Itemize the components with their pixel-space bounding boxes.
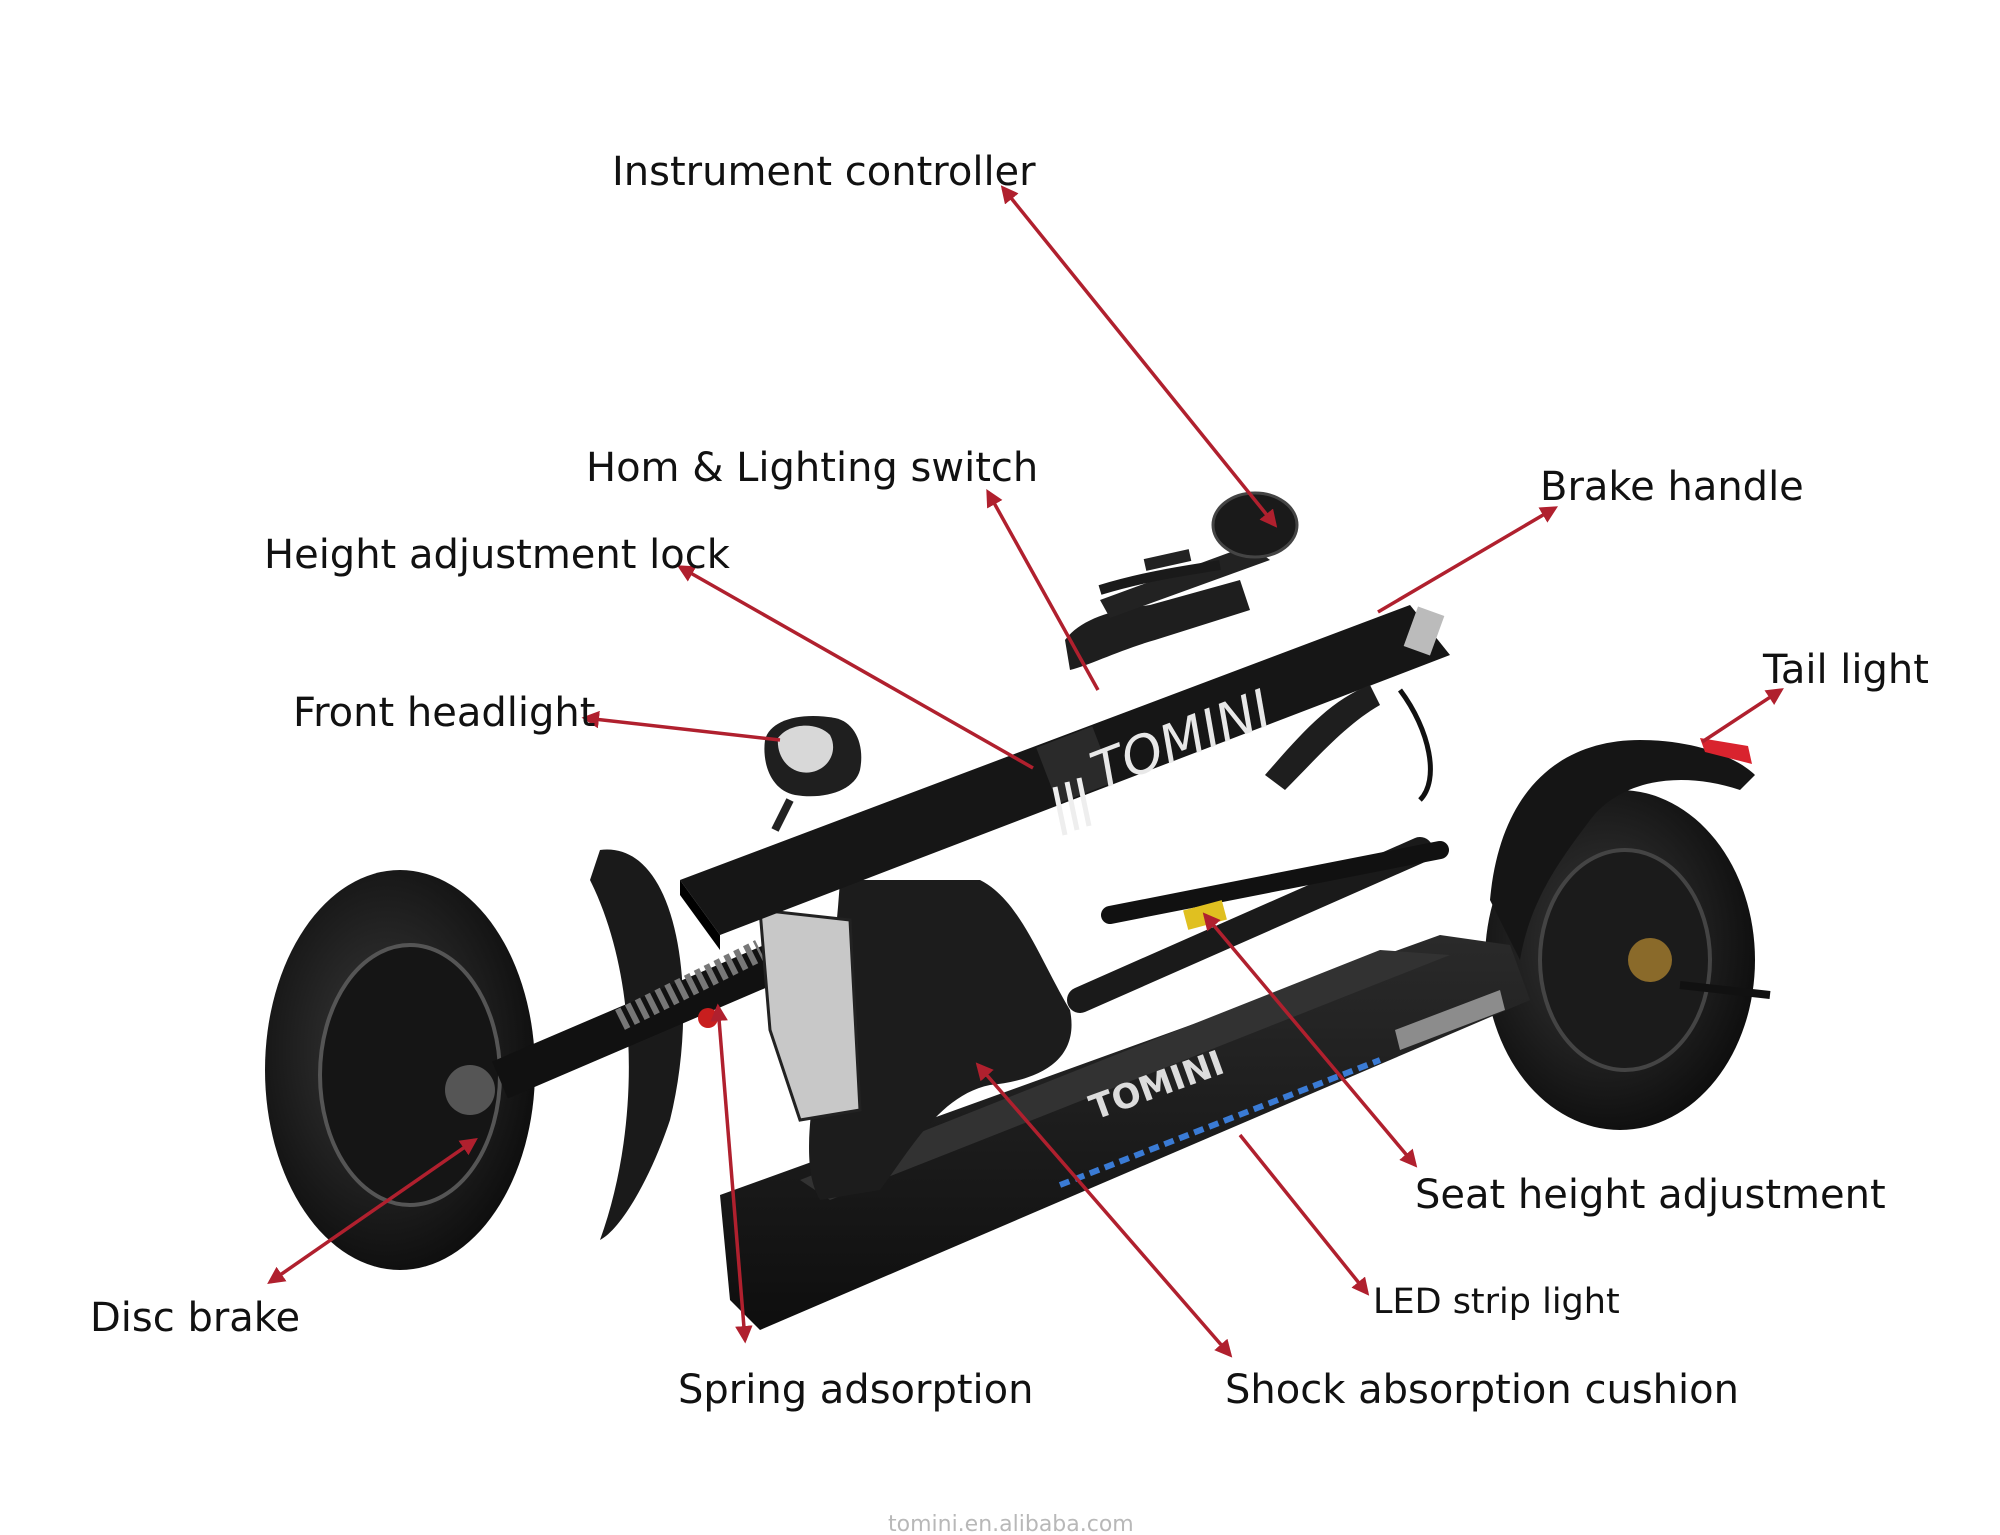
- headlight: [764, 716, 862, 832]
- folded-stem: [680, 545, 1450, 950]
- label-height-adjustment-lock: Height adjustment lock: [264, 532, 730, 578]
- label-disc-brake: Disc brake: [90, 1295, 301, 1341]
- seat-cushion: [809, 880, 1072, 1200]
- label-shock-absorption-cushion: Shock absorption cushion: [1225, 1367, 1739, 1413]
- rear-fender: [1490, 740, 1755, 960]
- arrow-brake-handle: [1377, 506, 1559, 614]
- front-suspension: [492, 908, 862, 1122]
- rear-wheel: [1485, 790, 1755, 1130]
- arrow-front-headlight: [581, 710, 781, 742]
- label-instrument-controller: Instrument controller: [612, 149, 1036, 195]
- watermark: tomini.en.alibaba.com: [888, 1512, 1134, 1535]
- label-spring-adsorption: Spring adsorption: [678, 1367, 1034, 1413]
- label-tail-light: Tail light: [1763, 647, 1929, 693]
- label-led-strip-light: LED strip light: [1373, 1282, 1620, 1322]
- arrow-led-strip-light: [1238, 1133, 1370, 1296]
- arrow-disc-brake: [267, 1138, 478, 1284]
- front-fender: [590, 849, 684, 1240]
- label-seat-height-adjustment: Seat height adjustment: [1415, 1172, 1886, 1218]
- tail-light-shape: [1700, 738, 1752, 764]
- arrow-spring-adsorption: [710, 1003, 753, 1344]
- throttle-grip: [1265, 685, 1380, 790]
- label-brake-handle: Brake handle: [1540, 464, 1804, 510]
- arrow-tail-light: [1701, 688, 1784, 744]
- arrow-instrument-controller: [1000, 185, 1278, 528]
- arrow-height-adjustment-lock: [676, 565, 1034, 770]
- arrow-horn-lighting-switch: [986, 488, 1100, 691]
- grip: [1065, 580, 1250, 670]
- arrow-seat-height-adjustment: [1202, 912, 1418, 1168]
- stem-stripes: [1052, 777, 1092, 836]
- label-horn-lighting-switch: Hom & Lighting switch: [586, 445, 1039, 491]
- arrow-shock-absorption-cushion: [975, 1062, 1233, 1358]
- callout-arrows: [267, 185, 1784, 1358]
- front-wheel: [265, 870, 535, 1270]
- kickstand: [1679, 981, 1771, 999]
- label-front-headlight: Front headlight: [293, 690, 596, 736]
